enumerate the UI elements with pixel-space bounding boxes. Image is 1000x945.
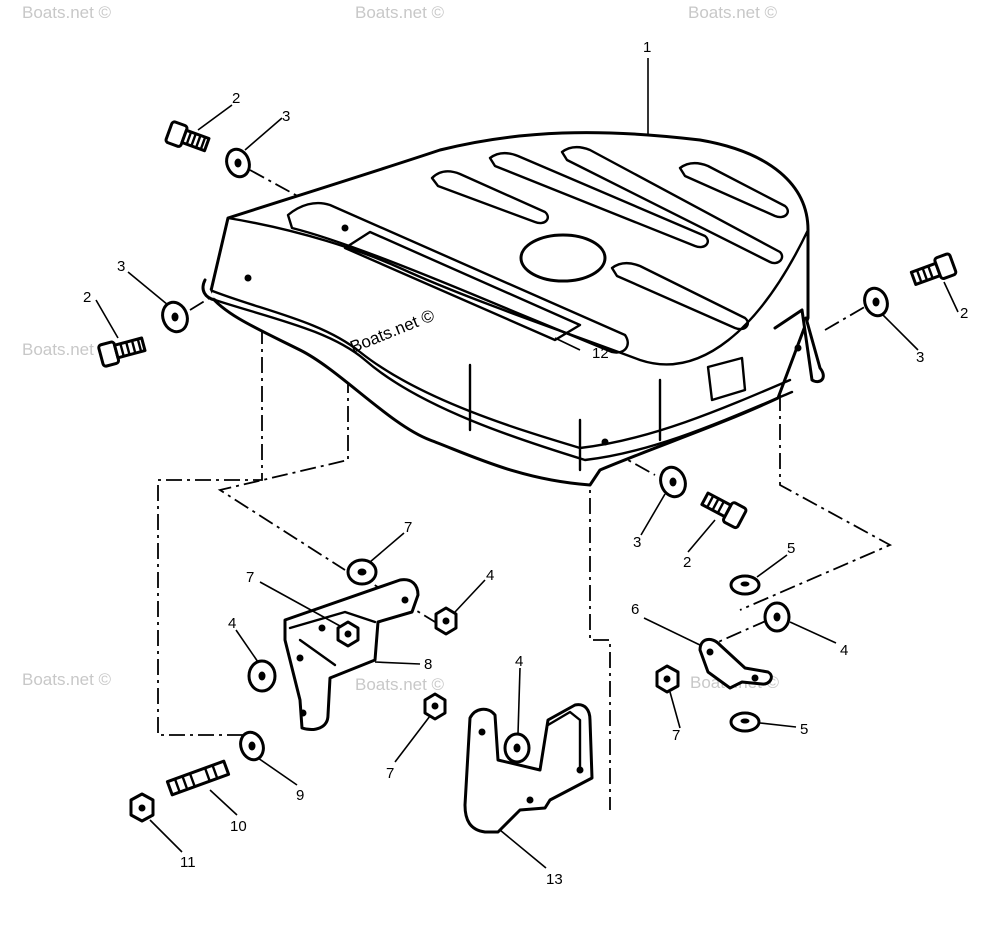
washer-icon — [729, 574, 761, 596]
callout-5-top: 5 — [787, 540, 795, 557]
bolt-icon — [700, 491, 748, 530]
stud-icon — [165, 759, 231, 797]
callout-10: 10 — [230, 818, 247, 835]
callout-2-left: 2 — [83, 289, 91, 306]
spacer-icon — [503, 732, 531, 764]
callout-2-lower: 2 — [683, 554, 691, 571]
callout-7-right: 7 — [672, 727, 680, 744]
watermark-low-mid: Boats.net © — [355, 675, 445, 694]
callout-5-bottom: 5 — [800, 721, 808, 738]
callout-4-right: 4 — [840, 642, 848, 659]
leader-lines — [95, 58, 959, 869]
hex-nut-icon — [434, 606, 458, 636]
callout-7-bracket: 7 — [246, 569, 254, 586]
washer-icon — [863, 286, 889, 318]
washer-icon — [729, 711, 761, 733]
callout-1: 1 — [643, 39, 651, 56]
hex-nut-icon — [423, 692, 447, 721]
callout-11: 11 — [180, 854, 196, 871]
callout-3-lower: 3 — [633, 534, 641, 551]
callout-labels: 1 2 3 2 3 12 2 3 3 2 7 7 4 4 8 4 7 9 10 … — [83, 39, 968, 888]
callout-7-top: 7 — [404, 519, 412, 536]
cover-housing — [201, 131, 825, 487]
bolt-icon — [164, 120, 211, 153]
callout-9: 9 — [296, 787, 304, 804]
callout-2-top-left: 2 — [232, 90, 240, 107]
callout-3-top-left: 3 — [282, 108, 290, 125]
bolt-lower-group — [659, 465, 748, 530]
bolt-icon — [97, 336, 147, 368]
watermark-top-left: Boats.net © — [22, 3, 112, 22]
watermark-mid-left: Boats.net © — [22, 340, 112, 359]
bolt-icon — [909, 252, 958, 286]
washer-icon — [225, 147, 251, 179]
bolt-top-left-group — [164, 120, 251, 179]
hex-nut-icon — [336, 620, 360, 648]
callout-3-right: 3 — [916, 349, 924, 366]
washer-icon — [659, 465, 687, 499]
spacer-icon — [247, 659, 277, 693]
callout-8: 8 — [424, 656, 432, 673]
callout-4-bracket: 4 — [486, 567, 494, 584]
callout-2-right: 2 — [960, 305, 968, 322]
callout-7-plate: 7 — [386, 765, 394, 782]
callout-4-left: 4 — [228, 615, 236, 632]
callout-6: 6 — [631, 601, 639, 618]
watermark-low-left: Boats.net © — [22, 670, 112, 689]
washer-icon — [161, 300, 189, 334]
bolt-right-group — [863, 252, 958, 318]
lower-plate — [463, 703, 594, 834]
hex-nut-icon — [129, 792, 155, 823]
callout-3-left: 3 — [117, 258, 125, 275]
spacer-icon — [763, 601, 791, 633]
watermark-top-right: Boats.net © — [688, 3, 778, 22]
washer-icon — [239, 730, 265, 762]
bolt-left-group — [97, 300, 189, 368]
spacer-icon — [346, 558, 378, 586]
watermark-top-mid: Boats.net © — [355, 3, 445, 22]
mounting-bracket — [283, 578, 420, 731]
hex-nut-icon — [655, 664, 680, 694]
callout-4-plate: 4 — [515, 653, 523, 670]
callout-12: 12 — [592, 345, 609, 362]
callout-13: 13 — [546, 871, 563, 888]
link-arm-bracket — [698, 637, 773, 690]
